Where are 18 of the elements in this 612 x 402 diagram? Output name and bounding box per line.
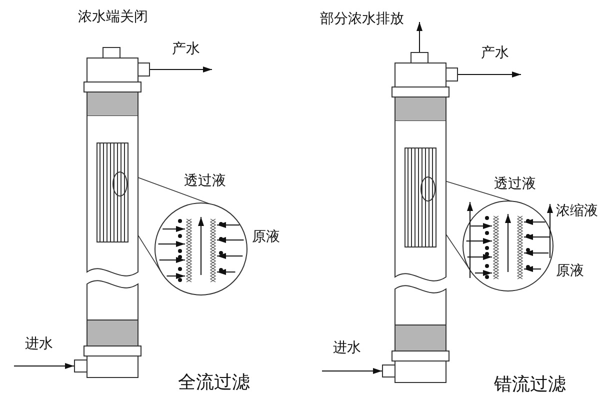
diagram-caption: 错流过滤 bbox=[494, 374, 566, 396]
arrow bbox=[458, 72, 522, 78]
edge-label: 产水 bbox=[172, 40, 200, 58]
label-text: 浓水端关闭 bbox=[78, 9, 148, 26]
arrow bbox=[416, 22, 422, 52]
diagram-caption: 全流过滤 bbox=[178, 372, 250, 394]
edge-label: 进水 bbox=[25, 335, 53, 353]
label-text: 浓缩液 bbox=[556, 203, 598, 220]
label-text: 原液 bbox=[252, 229, 280, 246]
edge-label: 产水 bbox=[481, 44, 509, 62]
label-text: 原液 bbox=[556, 263, 584, 280]
label-text: 透过液 bbox=[184, 173, 226, 190]
arrow bbox=[322, 368, 382, 374]
edge-label: 部分浓水排放 bbox=[320, 10, 404, 28]
arrow bbox=[150, 66, 212, 72]
arrow bbox=[14, 363, 74, 369]
label-text: 透过液 bbox=[494, 176, 536, 193]
edge-label: 进水 bbox=[333, 339, 361, 357]
